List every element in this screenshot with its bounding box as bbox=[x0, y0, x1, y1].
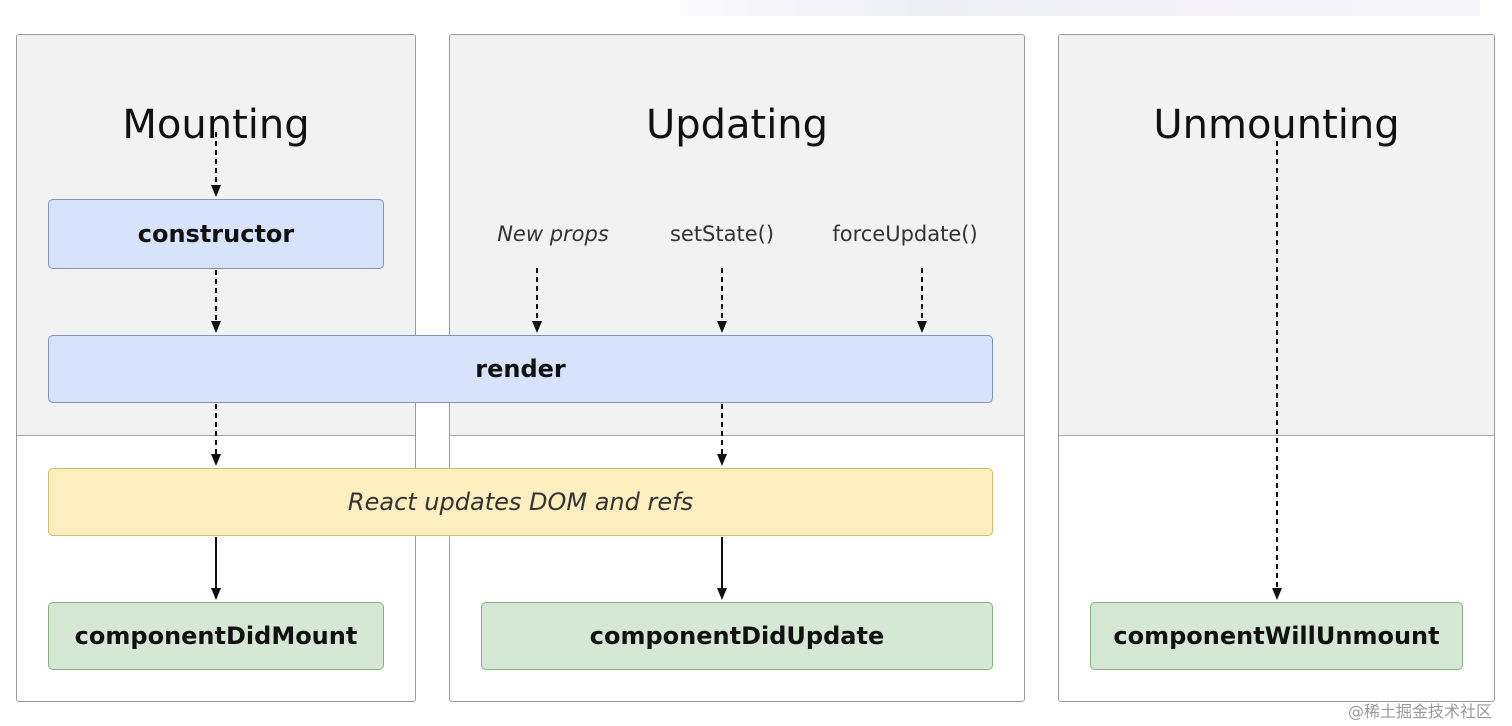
component-will-unmount-label: componentWillUnmount bbox=[1113, 622, 1440, 650]
render-box: render bbox=[48, 335, 993, 403]
render-label: render bbox=[475, 355, 566, 383]
component-did-mount-box: componentDidMount bbox=[48, 602, 384, 670]
unmounting-title: Unmounting bbox=[1153, 102, 1400, 148]
component-did-update-box: componentDidUpdate bbox=[481, 602, 993, 670]
component-will-unmount-box: componentWillUnmount bbox=[1090, 602, 1463, 670]
component-did-mount-label: componentDidMount bbox=[74, 622, 358, 650]
dom-update-label: React updates DOM and refs bbox=[347, 488, 694, 516]
mounting-title: Mounting bbox=[122, 102, 310, 148]
constructor-box: constructor bbox=[48, 199, 384, 269]
updating-title: Updating bbox=[645, 102, 829, 148]
trigger-new-props: New props bbox=[497, 222, 609, 246]
trigger-force-update: forceUpdate() bbox=[832, 222, 978, 246]
watermark: @稀土掘金技术社区 bbox=[1347, 702, 1492, 721]
component-did-update-label: componentDidUpdate bbox=[589, 622, 885, 650]
constructor-label: constructor bbox=[137, 220, 295, 248]
background-image-strip bbox=[680, 0, 1480, 16]
unmounting-render-phase-area bbox=[1059, 35, 1494, 436]
dom-update-box: React updates DOM and refs bbox=[48, 468, 993, 536]
trigger-set-state: setState() bbox=[669, 222, 775, 246]
